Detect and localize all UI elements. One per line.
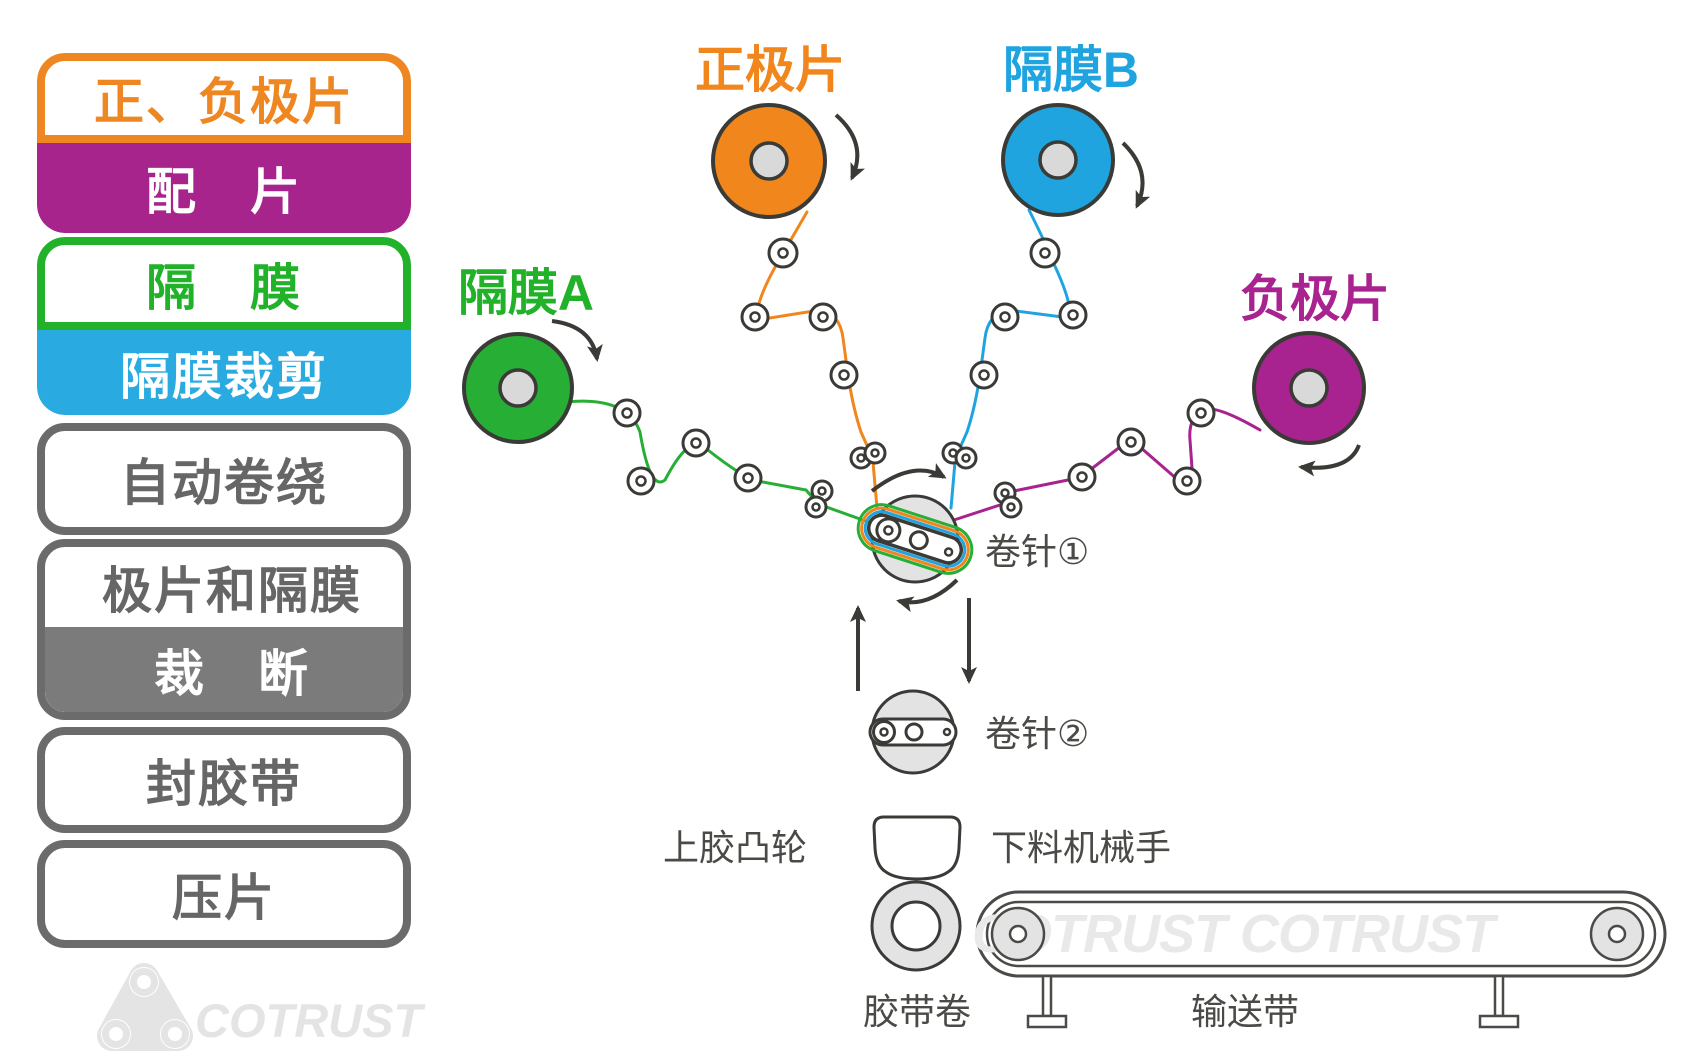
belt-pulley — [1589, 906, 1645, 962]
flow-step-seal-tape: 封胶带 — [37, 727, 411, 833]
conveyor-belt: COTRUST COTRUST — [972, 890, 1667, 1029]
separator-a-web — [564, 399, 876, 526]
flow-step-label: 极片和隔膜 — [102, 563, 362, 619]
separator-a-roll-label: 隔膜A — [458, 265, 594, 321]
process-flow-sidebar: 正、负极片 配 片 隔 膜 隔膜裁剪 自动卷绕 极片和隔膜 裁 断 封胶带 压片 — [37, 53, 411, 948]
belt-leg — [1478, 974, 1520, 1029]
flow-step-label: 正、负极片 — [94, 74, 354, 130]
guide-roller — [681, 428, 711, 458]
guide-roller — [863, 441, 887, 465]
flow-group-electrode: 正、负极片 配 片 — [37, 53, 411, 233]
unload-robot-label: 下料机械手 — [991, 827, 1171, 868]
flow-step-label: 裁 断 — [154, 645, 310, 702]
flow-step-electrode-and-separator: 极片和隔膜 — [45, 547, 403, 627]
negative-roll — [1252, 331, 1366, 445]
rotation-arrow-icon — [1298, 444, 1361, 477]
flow-group-separator: 隔 膜 隔膜裁剪 — [37, 237, 411, 415]
flow-step-separator: 隔 膜 — [37, 237, 411, 330]
rotation-arrow-icon — [834, 113, 866, 181]
winding-needle-2 — [868, 689, 958, 775]
guide-roller — [1058, 300, 1088, 330]
cotrust-logo: COTRUST — [97, 963, 426, 1051]
flow-step-label: 封胶带 — [146, 756, 302, 812]
separator-b-roll-label: 隔膜B — [1003, 42, 1139, 98]
winding-needle-1 — [856, 494, 974, 584]
flow-step-label: 自动卷绕 — [120, 455, 328, 511]
guide-roller — [954, 446, 978, 470]
separator-a-roll — [462, 332, 574, 444]
guide-roller — [1172, 466, 1202, 496]
negative-roll-label: 负极片 — [1240, 271, 1390, 327]
guide-roller — [804, 495, 828, 519]
guide-roller — [829, 360, 859, 390]
belt-leg — [1026, 974, 1068, 1029]
rotation-arrow-icon — [551, 319, 603, 362]
flow-group-cutting: 极片和隔膜 裁 断 — [37, 539, 411, 720]
guide-roller — [990, 302, 1020, 332]
guide-roller — [969, 360, 999, 390]
separator-b-roll — [1001, 103, 1115, 217]
flow-step-separator-cutting: 隔膜裁剪 — [37, 330, 411, 415]
material-webs — [564, 208, 1262, 526]
tape-roll — [870, 880, 962, 972]
rotation-arrow-icon — [870, 463, 947, 493]
flow-step-electrode-sheets: 正、负极片 — [37, 53, 411, 143]
guide-roller — [808, 302, 838, 332]
guide-roller — [767, 237, 799, 269]
rotation-arrows — [551, 113, 1361, 691]
rotation-arrow-icon — [1121, 141, 1151, 209]
guide-roller — [1067, 462, 1097, 492]
guide-roller — [1186, 398, 1216, 428]
guide-roller — [1029, 237, 1061, 269]
glue-cam-label: 上胶凸轮 — [663, 827, 807, 868]
winding-needle-1-label: 卷针① — [985, 531, 1089, 572]
guide-roller — [612, 398, 642, 428]
belt-pulley — [990, 906, 1046, 962]
tape-roll-label: 胶带卷 — [863, 991, 971, 1032]
flow-step-auto-winding: 自动卷绕 — [37, 423, 411, 535]
winding-needle-2-label: 卷针② — [985, 713, 1089, 754]
guide-roller — [740, 302, 770, 332]
belt-watermark: COTRUST COTRUST — [972, 904, 1499, 964]
flow-step-label: 隔 膜 — [146, 259, 302, 316]
flow-step-pressing: 压片 — [37, 840, 411, 948]
cotrust-logo-text: COTRUST — [195, 994, 426, 1047]
flow-step-cut-off: 裁 断 — [45, 627, 403, 712]
rotation-arrow-icon — [896, 578, 959, 613]
guide-roller — [733, 463, 763, 493]
conveyor-label: 输送带 — [1191, 991, 1299, 1032]
flow-step-label: 压片 — [172, 870, 276, 926]
guide-roller — [626, 466, 656, 496]
flow-step-label: 隔膜裁剪 — [120, 348, 328, 405]
guide-rollers — [612, 237, 1216, 519]
flow-step-sheet-matching: 配 片 — [37, 143, 411, 233]
flow-step-label: 配 片 — [146, 164, 302, 220]
guide-roller — [999, 495, 1023, 519]
guide-roller — [1116, 427, 1146, 457]
positive-roll-label: 正极片 — [695, 42, 845, 98]
glue-cam-shape — [872, 815, 962, 881]
positive-roll — [711, 103, 827, 219]
negative-web — [952, 407, 1262, 522]
